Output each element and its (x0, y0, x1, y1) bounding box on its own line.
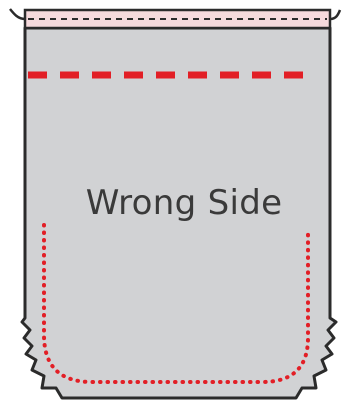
wrong-side-label: Wrong Side (86, 183, 283, 223)
drawstring-left-end (9, 8, 26, 21)
seam-line-dotted (42, 223, 310, 384)
bag-body (20, 26, 338, 400)
drawstring-right-end (329, 9, 342, 21)
